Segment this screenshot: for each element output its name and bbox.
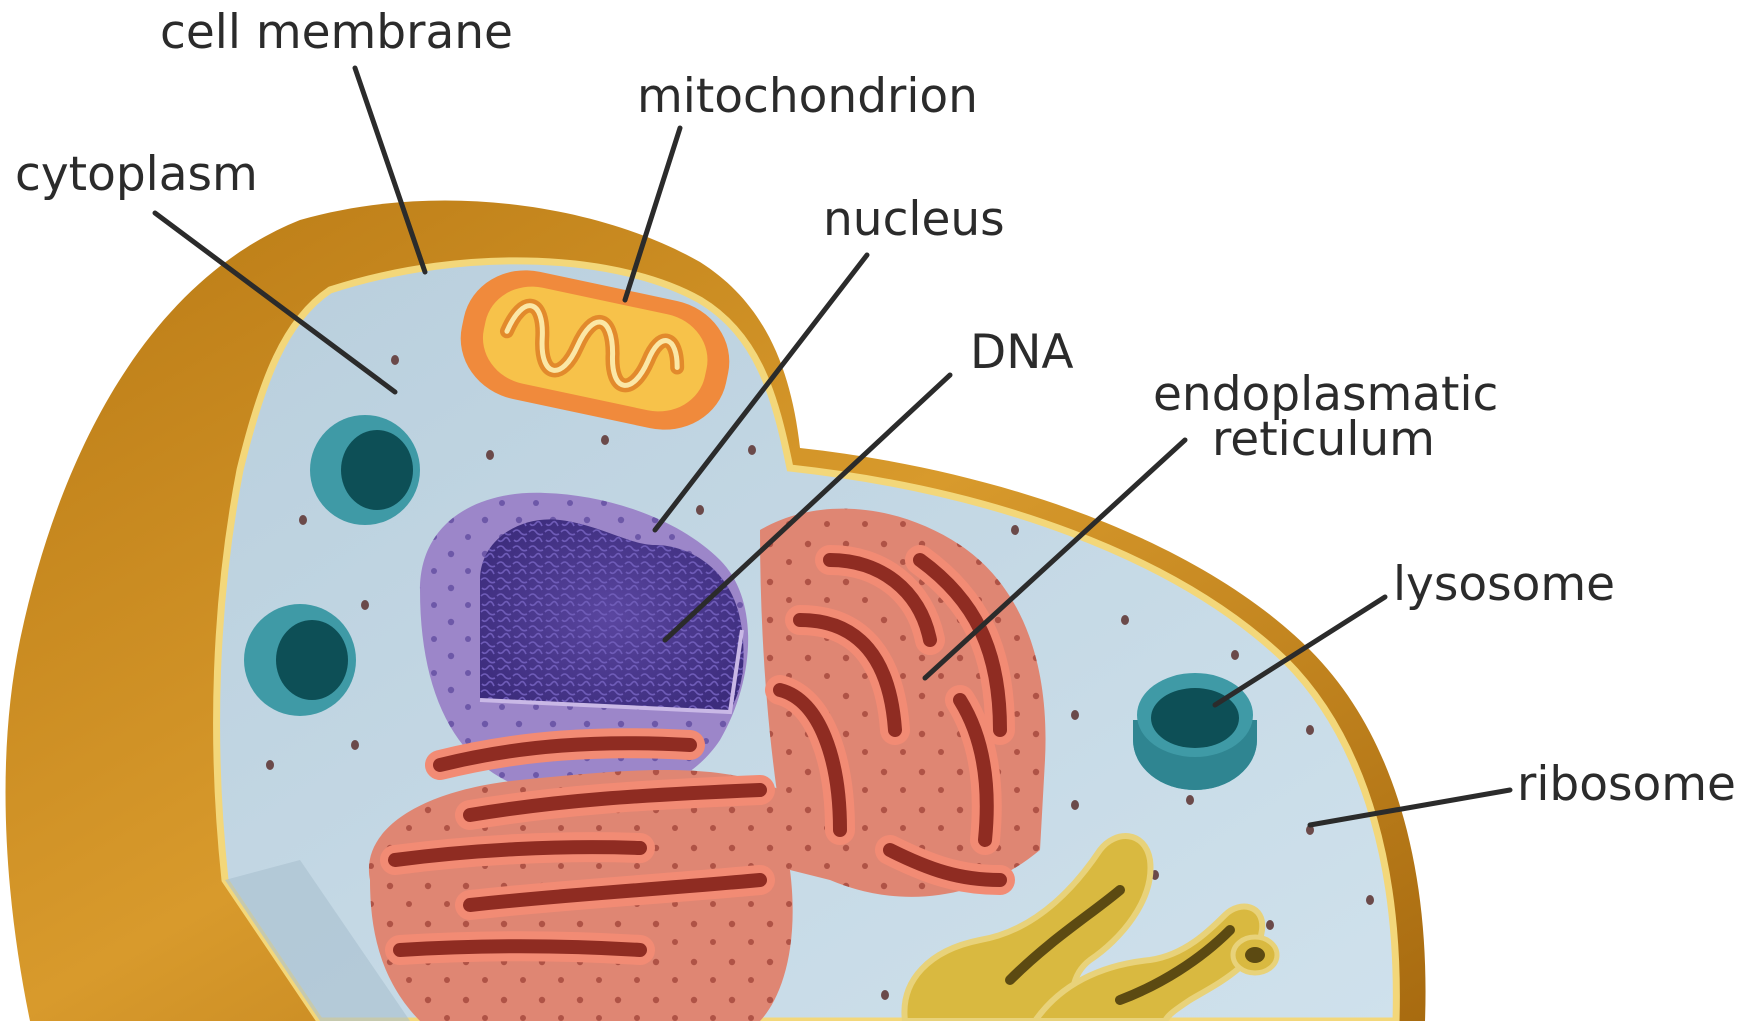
- label-cytoplasm: cytoplasm: [15, 147, 258, 202]
- ribosome-dot: [1231, 650, 1239, 660]
- ribosome-dot: [1306, 725, 1314, 735]
- ribosome-dot: [351, 740, 359, 750]
- label-ribosome: ribosome: [1517, 757, 1736, 812]
- ribosome-dot: [696, 505, 704, 515]
- label-nucleus: nucleus: [823, 192, 1005, 247]
- ribosome-dot: [1121, 615, 1129, 625]
- ribosome-dot: [299, 515, 307, 525]
- ribosome-dot: [748, 445, 756, 455]
- ribosome-dot: [601, 435, 609, 445]
- ribosome-dot: [391, 355, 399, 365]
- ribosome-dot: [361, 600, 369, 610]
- label-dna: DNA: [970, 325, 1074, 380]
- ribosome-dot: [1071, 710, 1079, 720]
- ribosome-dot: [1266, 920, 1274, 930]
- label-cell-membrane: cell membrane: [160, 5, 513, 60]
- ribosome-dot: [486, 450, 494, 460]
- lysosome-left-upper: [310, 415, 420, 525]
- label-mitochondrion: mitochondrion: [637, 69, 978, 124]
- ribosome-dot: [266, 760, 274, 770]
- ribosome-dot: [1186, 795, 1194, 805]
- ribosome-dot: [1011, 525, 1019, 535]
- ribosome-dot: [1366, 895, 1374, 905]
- ribosome-dot: [881, 990, 889, 1000]
- label-lysosome: lysosome: [1393, 557, 1615, 612]
- lysosome-left-lower: [244, 604, 356, 716]
- label-endoplasmatic-reticulum-line2: reticulum: [1212, 412, 1435, 467]
- ribosome-dot: [1071, 800, 1079, 810]
